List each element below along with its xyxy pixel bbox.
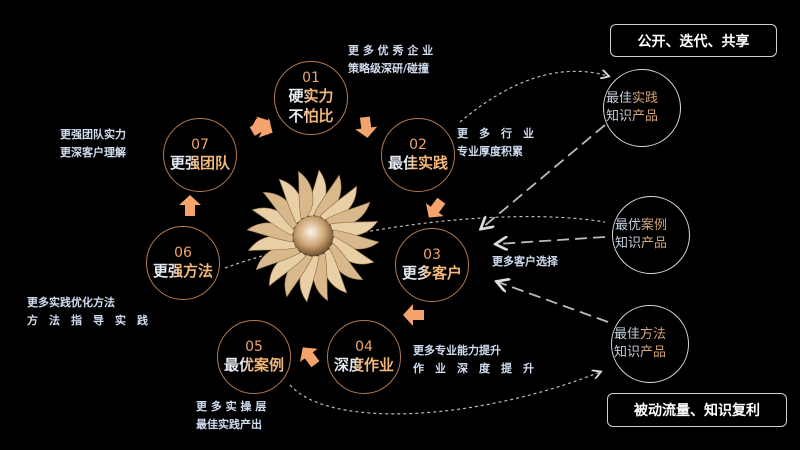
bottom-label-box: 被动流量、知识复利 xyxy=(607,393,787,427)
sunburst-emblem xyxy=(246,169,380,303)
cycle-arrow xyxy=(425,197,446,218)
cycle-arrows xyxy=(179,116,446,368)
node-title: 更多客户 xyxy=(401,264,462,282)
sunburst-petal xyxy=(297,170,314,220)
node-number: 06 xyxy=(174,245,192,261)
knowledge-product-best-case: 最优案例知识产品 xyxy=(612,196,690,274)
node-title: 不怕比 xyxy=(288,107,334,125)
node-number: 05 xyxy=(245,339,263,355)
note-05: 更 多 实 操 层最佳实践产出 xyxy=(196,400,267,431)
node-title: 更强团队 xyxy=(169,154,230,172)
node-number: 04 xyxy=(355,339,373,355)
cycle-arrow xyxy=(403,304,424,326)
note-04: 更多专业能力提升作 业 深 度 提 升 xyxy=(413,344,534,375)
dashed-link-02-kp1 xyxy=(459,71,608,123)
cycle-arrow xyxy=(249,116,271,136)
node-title: 更强方法 xyxy=(152,262,213,280)
node-number: 02 xyxy=(409,137,427,153)
sunburst-hub xyxy=(293,216,333,256)
node-title: 最优案例 xyxy=(223,356,284,374)
cycle-arrow xyxy=(300,347,320,368)
node-number: 07 xyxy=(191,137,209,153)
dashed-link-05-kp3 xyxy=(289,372,600,415)
cycle-arrow xyxy=(179,195,201,216)
dashed-arrow-kp3-to-03 xyxy=(498,282,609,323)
note-07: 更强团队实力更深客户理解 xyxy=(60,128,126,159)
node-number: 03 xyxy=(423,247,441,263)
cycle-arrow xyxy=(355,116,378,138)
node-title: 硬实力 xyxy=(288,87,334,105)
top-label-box: 公开、迭代、共享 xyxy=(610,24,777,57)
node-title: 最佳实践 xyxy=(387,154,448,172)
node-number: 01 xyxy=(302,70,320,86)
knowledge-product-best-practice: 最佳实践知识产品 xyxy=(603,69,681,147)
knowledge-product-best-method: 最佳方法知识产品 xyxy=(611,305,689,383)
note-01: 更 多 优 秀 企 业策略级深研/碰撞 xyxy=(348,44,434,75)
dashed-arrow-kp2-to-03 xyxy=(497,236,606,244)
node-title: 深度作业 xyxy=(333,356,394,374)
note-06: 更多实践优化方法方 法 指 导 实 践 xyxy=(27,296,148,327)
note-03: 更多客户选择 xyxy=(492,255,558,268)
note-02: 更 多 行 业专业厚度积累 xyxy=(457,127,534,158)
dashed-arrow-kp1-to-03 xyxy=(482,124,606,228)
